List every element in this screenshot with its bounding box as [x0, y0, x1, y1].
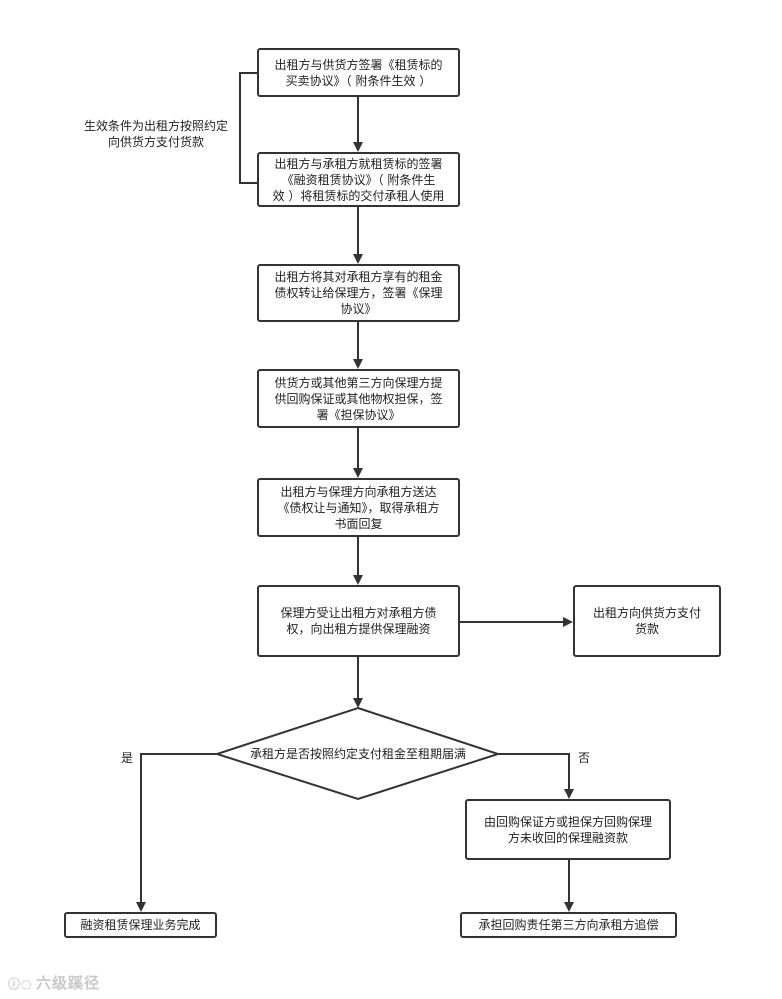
node-business-complete: 融资租赁保理业务完成 [64, 912, 217, 938]
condition-label: 生效条件为出租方按照约定 向供货方支付货款 [83, 119, 228, 149]
node-repurchase: 由回购保证方或担保方回购保理 方未收回的保理融资款 [465, 799, 671, 860]
node-transfer-notice: 出租方与保理方向承租方送达 《债权让与通知》，取得承租方 书面回复 [257, 478, 460, 537]
watermark: ⓘ○六级蹊径 [8, 972, 100, 993]
no-label: 否 [578, 751, 591, 765]
node-transfer-rent-claim: 出租方将其对承租方享有的租金 债权转让给保理方，签署《保理 协议》 [257, 264, 460, 322]
condition-bracket [239, 72, 257, 184]
arrow-yes [136, 753, 217, 912]
node-factoring-financing: 保理方受让出租方对承租方债 权，向出租方提供保理融资 [257, 585, 460, 657]
node-sign-lease-agreement: 出租方与承租方就租赁标的签署 《融资租赁协议》（ 附条件生 效 ）将租赁标的交付… [257, 152, 460, 207]
node-guarantee-agreement: 供货方或其他第三方向保理方提 供回购保证或其他物权担保，签 署《担保协议》 [257, 369, 460, 428]
node-pay-supplier: 出租方向供货方支付 货款 [573, 585, 721, 657]
decision-label: 承租方是否按照约定支付租金至租期届满 [249, 747, 466, 761]
watermark-text: 六级蹊径 [36, 974, 101, 992]
node-recourse: 承担回购责任第三方向承租方追偿 [460, 912, 677, 938]
decision-diamond [213, 706, 502, 801]
node-sign-purchase-agreement: 出租方与供货方签署《租赁标的 买卖协议》（ 附条件生效 ） [257, 48, 460, 97]
watermark-logo-icon: ⓘ○ [8, 977, 33, 991]
yes-label: 是 [121, 751, 134, 765]
arrow-no [498, 753, 574, 799]
